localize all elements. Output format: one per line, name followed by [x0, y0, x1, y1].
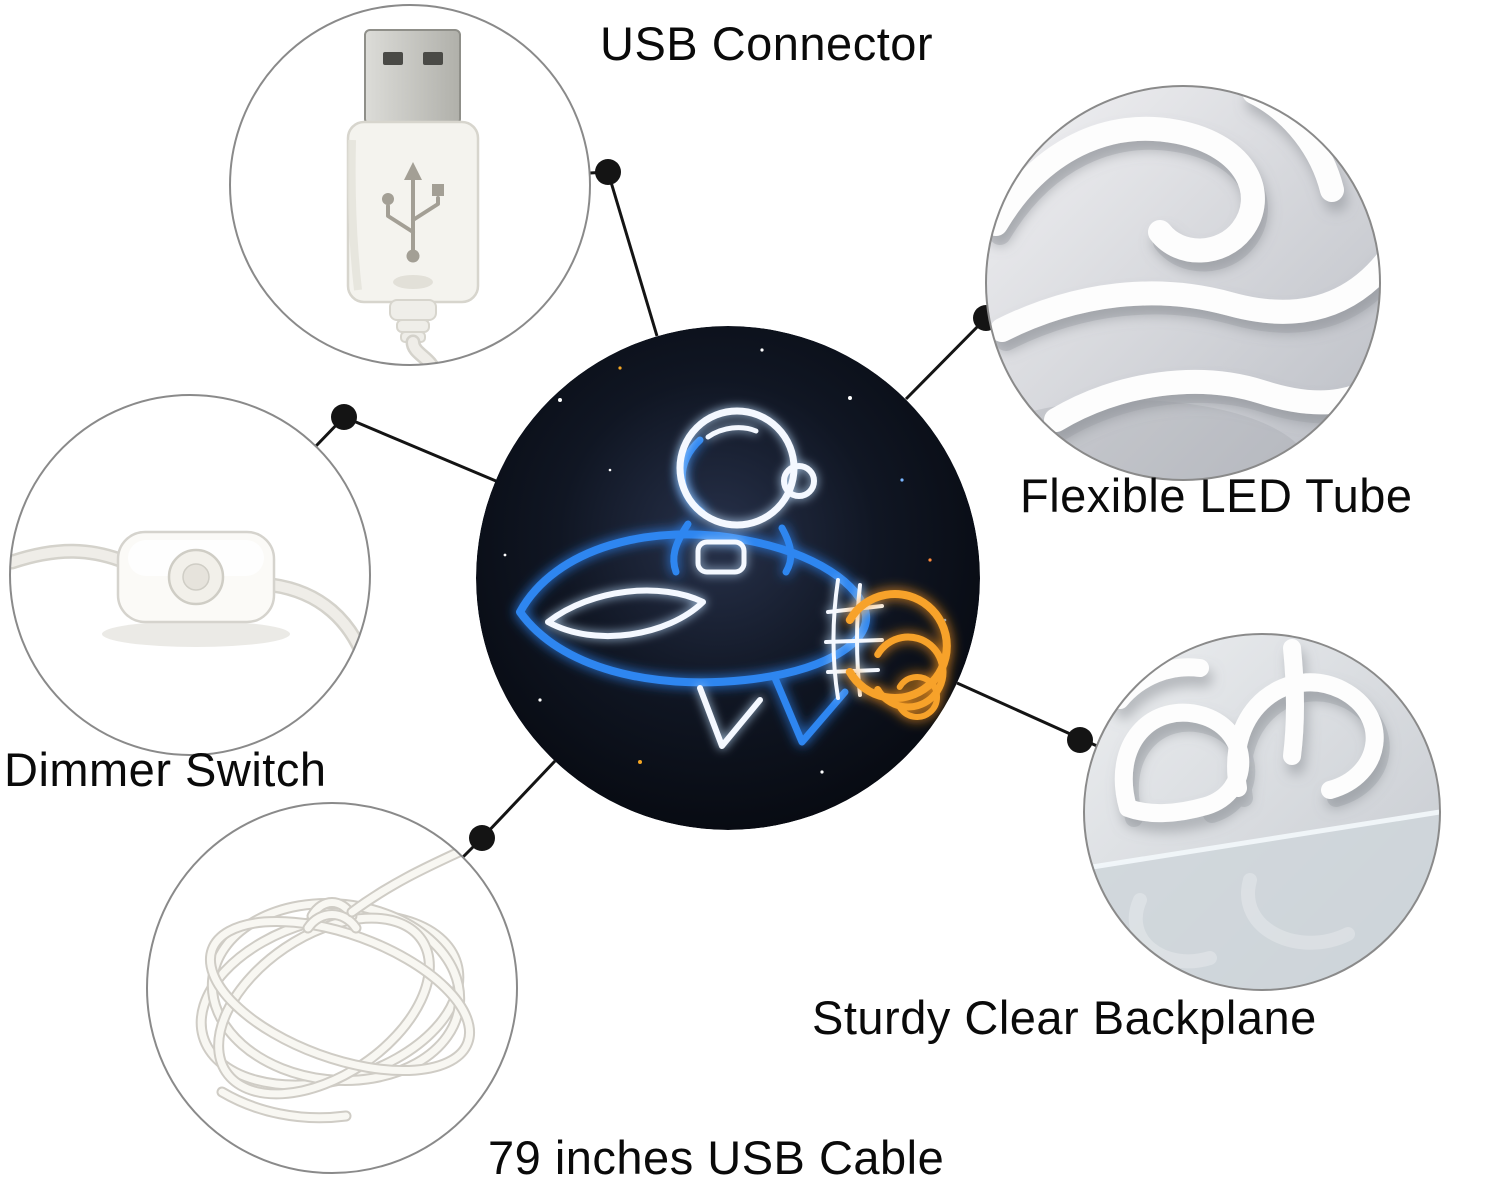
- led-detail-circle: [985, 85, 1381, 481]
- callout-line-cable-2: [480, 759, 557, 840]
- neon-orange-flames: [845, 590, 951, 720]
- dimmer-switch-label: Dimmer Switch: [4, 743, 327, 796]
- tube-reflections: [1128, 873, 1355, 969]
- rocket-fin-blue: [771, 674, 849, 746]
- acrylic-backplane: [1086, 812, 1440, 990]
- usb-strain-relief: [389, 299, 437, 321]
- sturdy-clear-backplane-label: Sturdy Clear Backplane: [812, 991, 1317, 1044]
- rocket-body: [516, 530, 871, 687]
- usb-connector-label: USB Connector: [600, 17, 934, 70]
- astronaut-rocket-neon-sign: [476, 326, 980, 830]
- usb-plug-illustration: [229, 4, 591, 366]
- rocket-fin-white: [697, 685, 763, 749]
- usb-slot-right: [423, 52, 443, 65]
- dimmer-shadow: [102, 621, 290, 647]
- usb-metal-shield: [364, 29, 461, 125]
- callout-dot-usb: [595, 159, 621, 185]
- astronaut-ear: [781, 463, 817, 499]
- neon-white-strokes: [545, 407, 884, 749]
- callout-line-dimmer-2: [343, 415, 497, 483]
- astronaut-torso-left: [670, 520, 692, 576]
- helmet-reflection: [705, 425, 759, 440]
- clear-backplane-photo: [1083, 633, 1441, 991]
- callout-line-led: [904, 316, 988, 401]
- usb-detail-circle: [229, 4, 591, 366]
- dimmer-switch-illustration: [9, 394, 371, 756]
- astronaut-torso-right: [778, 524, 795, 576]
- cable-detail-circle: [146, 802, 518, 1174]
- usb-trident-icon: [382, 162, 444, 263]
- astronaut-chest-panel: [695, 539, 747, 575]
- coiled-usb-cable-illustration: [146, 802, 518, 1174]
- callout-dot-backplane: [1067, 727, 1093, 753]
- usb-body-dimple: [393, 275, 433, 289]
- usb-slot-left: [383, 52, 403, 65]
- usb-cable-label: 79 inches USB Cable: [488, 1131, 945, 1184]
- rocket-wing: [545, 587, 706, 640]
- backplane-detail-circle: [1083, 633, 1441, 991]
- callout-dot-dimmer: [331, 404, 357, 430]
- callout-line-usb-2: [606, 171, 659, 337]
- flame-ring-small: [896, 674, 940, 720]
- dimmer-detail-circle: [9, 394, 371, 756]
- flexible-led-tube-label: Flexible LED Tube: [1020, 469, 1413, 522]
- callout-dot-cable: [469, 825, 495, 851]
- stars: [503, 348, 947, 774]
